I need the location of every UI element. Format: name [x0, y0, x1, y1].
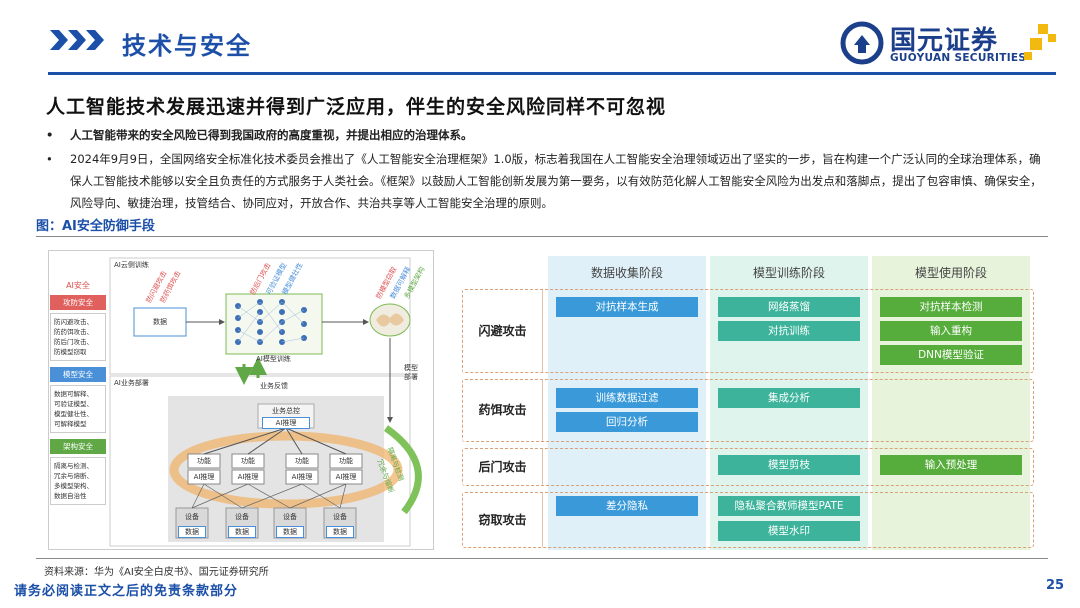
company-logo: 国元证券 GUOYUAN SECURITIES — [840, 18, 1060, 70]
device-data-label: 数据 — [228, 526, 256, 538]
page-number: 25 — [1046, 578, 1065, 593]
table-cell: 回归分析 — [556, 412, 698, 432]
table-cell: 输入重构 — [880, 321, 1022, 341]
source-note: 资料来源：华为《AI安全白皮书》、国元证券研究所 — [44, 567, 269, 578]
logo-squares-icon — [1024, 24, 1056, 60]
legend-body: 隔离与检测、 冗余与熔断、 多模型架构、 数据自治性 — [50, 457, 106, 505]
table-row: 闪避攻击 — [462, 289, 1034, 373]
device-data-label: 数据 — [178, 526, 206, 538]
section-title: 技术与安全 — [122, 32, 252, 60]
diagram-legend: AI安全 攻防安全 防闪避攻击、 防药饵攻击、 防后门攻击、 防模型窃取 模型安… — [50, 280, 106, 511]
page-headline: 人工智能技术发展迅速并得到广泛应用，伴生的安全风险同样不可忽视 — [46, 96, 667, 118]
row-label: 药饵攻击 — [463, 380, 543, 441]
bullet-item: 人工智能带来的安全风险已得到我国政府的高度重视，并提出相应的治理体系。 — [46, 124, 1046, 146]
logo-mark-icon — [840, 21, 884, 65]
cloud-train-label: AI云侧训练 — [114, 261, 149, 269]
table-cell: 网络蒸馏 — [718, 297, 860, 317]
row-label: 窃取攻击 — [463, 493, 543, 547]
business-center-label: 业务总控 — [272, 407, 300, 415]
device-data-label: 数据 — [276, 526, 304, 538]
ai-infer-box: AI推理 — [291, 473, 313, 481]
column-header: 模型训练阶段 — [752, 266, 825, 280]
figure-title: 图：AI安全防御手段 — [36, 219, 155, 234]
table-cell: 差分隐私 — [556, 496, 698, 516]
legend-tag: 架构安全 — [50, 439, 106, 454]
header-divider — [48, 72, 1056, 75]
func-box: 功能 — [339, 457, 353, 465]
device-data-label: 数据 — [326, 526, 354, 538]
deploy-label: AI业务部署 — [114, 379, 149, 387]
table-cell: DNN模型验证 — [880, 345, 1022, 365]
table-row: 窃取攻击 — [462, 492, 1034, 548]
ai-infer-box: AI推理 — [335, 473, 357, 481]
legend-heading: AI安全 — [66, 281, 90, 290]
table-cell: 隐私聚合教师模型PATE — [718, 496, 860, 516]
model-deploy-label: 模型 部署 — [404, 364, 418, 381]
chevrons-icon — [50, 30, 104, 50]
bullet-item: 2024年9月9日，全国网络安全标准化技术委员会推出了《人工智能安全治理框架》1… — [46, 148, 1046, 214]
device-label: 设备 — [333, 513, 347, 521]
ai-infer-box: AI推理 — [262, 417, 310, 429]
table-cell: 集成分析 — [718, 388, 860, 408]
table-cell: 对抗样本生成 — [556, 297, 698, 317]
table-cell: 对抗训练 — [718, 321, 860, 341]
ai-infer-box: AI推理 — [193, 473, 215, 481]
device-label: 设备 — [235, 513, 249, 521]
row-label: 后门攻击 — [463, 449, 543, 485]
func-box: 功能 — [295, 457, 309, 465]
device-label: 设备 — [283, 513, 297, 521]
table-row: 药饵攻击 — [462, 379, 1034, 442]
row-label: 闪避攻击 — [463, 290, 543, 372]
column-header: 模型使用阶段 — [914, 266, 987, 280]
defense-table: 数据收集阶段 模型训练阶段 模型使用阶段 闪避攻击 对抗样本生成 网络蒸馏 对抗… — [462, 256, 1034, 552]
table-row: 后门攻击 — [462, 448, 1034, 486]
table-cell: 对抗样本检测 — [880, 297, 1022, 317]
source-divider — [36, 558, 1048, 559]
disclaimer-link[interactable]: 请务必阅读正文之后的免责条款部分 — [14, 584, 239, 599]
table-cell: 模型水印 — [718, 521, 860, 541]
logo-english-name: GUOYUAN SECURITIES — [890, 52, 1027, 64]
logo-chinese-name: 国元证券 — [890, 26, 999, 56]
legend-tag: 模型安全 — [50, 367, 106, 382]
model-train-label: AI模型训练 — [256, 355, 291, 363]
table-cell: 输入预处理 — [880, 455, 1022, 475]
legend-body: 数据可解释、 可验证模型、 模型健壮性、 可解释模型 — [50, 385, 106, 433]
data-box-label: 数据 — [153, 318, 167, 326]
figure-divider — [36, 236, 1048, 237]
column-header: 数据收集阶段 — [590, 266, 663, 280]
device-label: 设备 — [185, 513, 199, 521]
page-header: 技术与安全 国元证券 GUOYUAN SECURITIES — [0, 0, 1080, 80]
table-cell: 训练数据过滤 — [556, 388, 698, 408]
table-cell: 模型剪枝 — [718, 455, 860, 475]
legend-body: 防闪避攻击、 防药饵攻击、 防后门攻击、 防模型窃取 — [50, 313, 106, 361]
legend-tag: 攻防安全 — [50, 295, 106, 310]
ai-infer-box: AI推理 — [237, 473, 259, 481]
bullet-list: 人工智能带来的安全风险已得到我国政府的高度重视，并提出相应的治理体系。 2024… — [46, 124, 1046, 214]
func-box: 功能 — [241, 457, 255, 465]
ai-security-diagram: AI安全 攻防安全 防闪避攻击、 防药饵攻击、 防后门攻击、 防模型窃取 模型安… — [48, 250, 438, 550]
func-box: 功能 — [197, 457, 211, 465]
business-feedback-label: 业务反馈 — [260, 382, 288, 390]
